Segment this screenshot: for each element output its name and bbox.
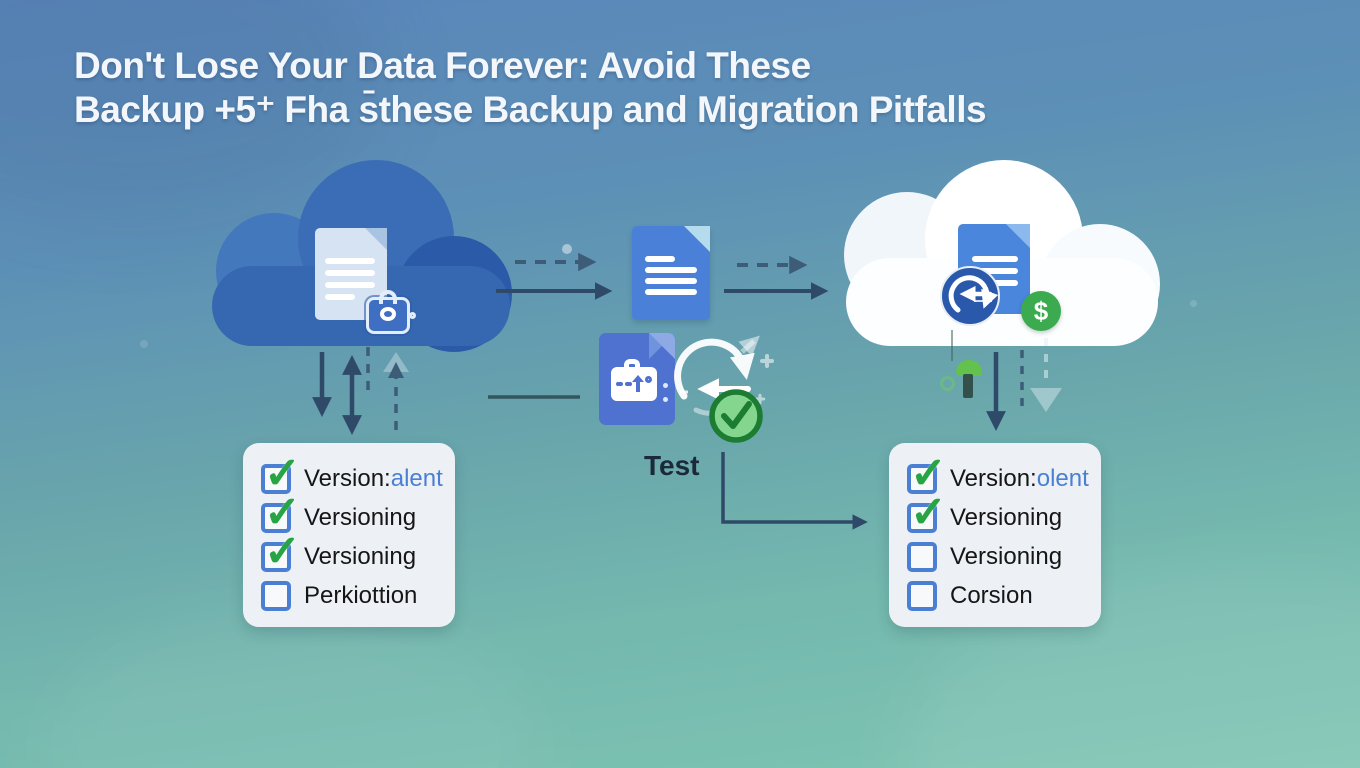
transfer-document-icon	[632, 226, 710, 320]
arrow-middle-to-right	[724, 255, 829, 300]
item-label: Versioning	[304, 542, 417, 570]
item-label: Corsion	[950, 581, 1033, 609]
arrows-below-right-cloud	[986, 338, 1062, 431]
right-checklist: ✓ Version:olent ✓ Versioning Versioning …	[889, 443, 1101, 627]
checkmark-icon: ✓	[264, 526, 301, 576]
checkmark-icon: ✓	[264, 487, 301, 537]
dollar-icon: $	[1021, 291, 1061, 331]
checklist-item: Perkiottion	[261, 576, 455, 615]
pin-stem	[963, 374, 973, 398]
checkbox-unchecked	[907, 541, 937, 572]
background-dot	[562, 244, 572, 254]
background-dot	[140, 340, 148, 348]
restored-document-icon	[958, 224, 1030, 314]
checklist-item: Versioning	[907, 537, 1101, 576]
checkbox-checked: ✓	[261, 490, 301, 534]
item-label: Versioning	[950, 503, 1063, 531]
item-label: Version:	[950, 464, 1037, 492]
left-checklist: ✓ Version:alent ✓ Versioning ✓ Versionin…	[243, 443, 455, 627]
source-document-icon	[315, 228, 387, 320]
checklist-item: Corsion	[907, 576, 1101, 615]
item-label: Versioning	[950, 542, 1063, 570]
background-dot	[1190, 300, 1197, 307]
test-label: Test	[644, 450, 700, 481]
briefcase-icon	[611, 359, 657, 401]
item-label: Versioning	[304, 503, 417, 531]
checkbox-checked: ✓	[907, 451, 947, 495]
dollar-glyph: $	[1033, 295, 1049, 326]
pin-icon	[956, 360, 982, 376]
arrows-below-left-cloud	[312, 347, 409, 435]
arrow-left-to-middle	[496, 252, 613, 300]
checkbox-checked: ✓	[907, 490, 947, 534]
arrow-test-to-checklist	[721, 452, 868, 530]
item-label-suffix: alent	[390, 464, 443, 492]
checklist-item: ✓ Version:olent	[907, 451, 1101, 498]
title-line-2: Backup +5⁺ Fha s̄these Backup and Migrat…	[74, 89, 987, 130]
check-badge-icon	[709, 389, 763, 443]
lock-icon	[366, 290, 416, 334]
sparkle-icon	[760, 354, 774, 368]
item-label: Perkiottion	[304, 581, 418, 609]
checkbox-unchecked	[261, 580, 291, 611]
sync-icon	[674, 335, 760, 416]
checkbox-unchecked	[907, 580, 937, 611]
checklist-item: ✓ Versioning	[907, 490, 1101, 537]
page-title: Don't Lose Your Data Forever: Avoid Thes…	[74, 44, 1074, 132]
checkmark-icon: ✓	[910, 487, 947, 537]
credentials-file-icon	[599, 333, 675, 425]
checklist-item: ✓ Versioning	[261, 529, 455, 576]
sparkle-icon	[754, 393, 766, 405]
checkmark-icon: ✓	[264, 448, 301, 498]
title-line-1: Don't Lose Your Data Forever: Avoid Thes…	[74, 45, 811, 86]
checkbox-checked: ✓	[261, 529, 301, 573]
pin-line	[951, 330, 953, 361]
checklist-item: ✓ Version:alent	[261, 451, 455, 498]
checkmark-icon: ✓	[910, 448, 947, 498]
item-label-suffix: olent	[1036, 464, 1089, 492]
checklist-item: ✓ Versioning	[261, 490, 455, 537]
checkbox-checked: ✓	[261, 451, 301, 495]
pin-ring-icon	[940, 376, 955, 391]
item-label: Version:	[304, 464, 391, 492]
